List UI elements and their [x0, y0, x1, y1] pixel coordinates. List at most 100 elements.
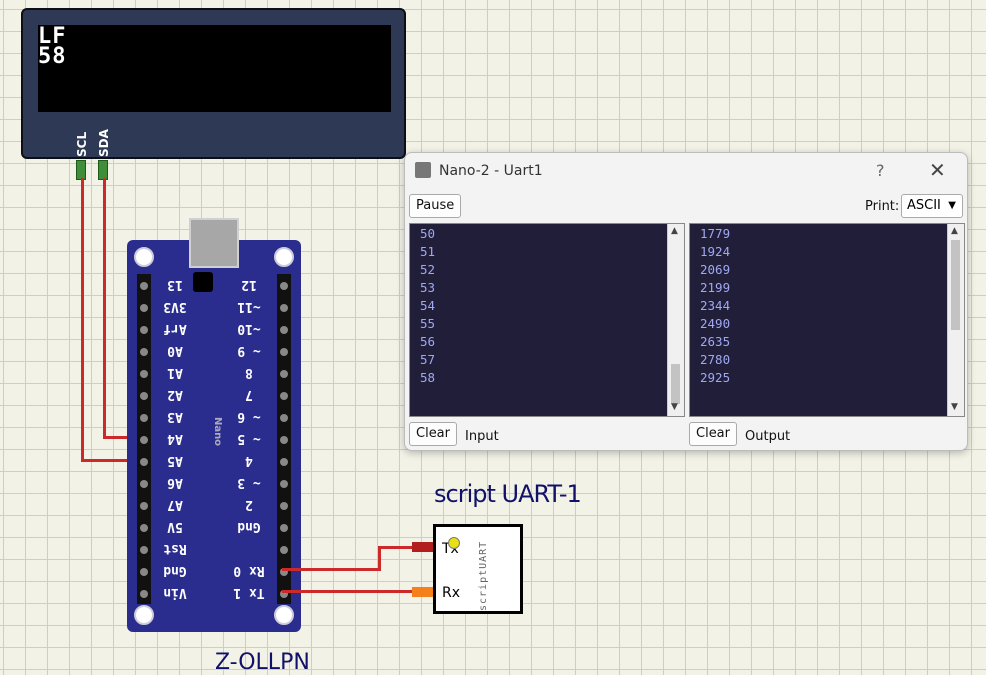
- wire-rx[interactable]: [282, 568, 380, 571]
- uart-monitor-window[interactable]: Nano-2 - Uart1 ? ✕ Pause Print: ASCII ▼ …: [404, 152, 968, 451]
- sda-pin-label: SDA: [97, 129, 111, 157]
- wire-scl[interactable]: [81, 178, 84, 462]
- rx-pin[interactable]: [412, 587, 434, 597]
- nano-left-pin-label: A5: [167, 453, 183, 468]
- nano-left-pin[interactable]: [140, 304, 148, 312]
- script-uart-title: script UART-1: [434, 480, 582, 508]
- terminal-line: 2925: [700, 370, 731, 385]
- nano-left-pin-label: A1: [167, 365, 183, 380]
- nano-right-pin[interactable]: [280, 348, 288, 356]
- oled-display[interactable]: LF 58 SCL SDA: [21, 8, 406, 159]
- nano-left-pin[interactable]: [140, 590, 148, 598]
- nano-right-pin-label: ~ 5: [237, 431, 261, 446]
- nano-left-pin[interactable]: [140, 414, 148, 422]
- terminal-line: 51: [420, 244, 436, 259]
- scroll-thumb[interactable]: [671, 364, 680, 404]
- print-format-value: ASCII: [907, 198, 941, 213]
- nano-left-pin[interactable]: [140, 502, 148, 510]
- nano-right-pin-label: ~11: [237, 299, 261, 314]
- input-scrollbar[interactable]: ▲ ▼: [667, 224, 684, 416]
- nano-right-pin[interactable]: [280, 304, 288, 312]
- clear-input-button[interactable]: Clear: [409, 422, 457, 446]
- print-format-select[interactable]: ASCII ▼: [901, 194, 963, 218]
- nano-right-pin[interactable]: [280, 502, 288, 510]
- reset-button[interactable]: [193, 272, 213, 292]
- nano-right-pin[interactable]: [280, 392, 288, 400]
- nano-right-pin[interactable]: [280, 590, 288, 598]
- nano-right-pin-label: 12: [241, 277, 257, 292]
- help-icon[interactable]: ?: [876, 161, 885, 180]
- nano-right-pin-label: Tx 1: [233, 585, 265, 600]
- nano-left-pin[interactable]: [140, 546, 148, 554]
- script-uart-vertical-label: scriptUART: [478, 540, 489, 611]
- nano-right-pin[interactable]: [280, 568, 288, 576]
- nano-right-pin[interactable]: [280, 524, 288, 532]
- output-scrollbar[interactable]: ▲ ▼: [947, 224, 964, 416]
- scroll-down-icon[interactable]: ▼: [951, 402, 958, 412]
- mount-hole: [274, 247, 294, 267]
- nano-left-pin[interactable]: [140, 348, 148, 356]
- scroll-up-icon[interactable]: ▲: [951, 226, 958, 236]
- wire-tx[interactable]: [282, 590, 412, 593]
- nano-right-pin-label: 4: [245, 453, 253, 468]
- board-name: Nano: [212, 416, 224, 447]
- nano-left-pin-label: 13: [167, 277, 183, 292]
- nano-left-pin[interactable]: [140, 436, 148, 444]
- sda-pin[interactable]: [98, 160, 108, 180]
- nano-left-pin[interactable]: [140, 282, 148, 290]
- nano-right-pin[interactable]: [280, 326, 288, 334]
- scroll-up-icon[interactable]: ▲: [671, 226, 678, 236]
- nano-left-pin[interactable]: [140, 326, 148, 334]
- nano-right-pin[interactable]: [280, 436, 288, 444]
- terminal-line: 57: [420, 352, 436, 367]
- terminal-line: 1779: [700, 226, 731, 241]
- print-label: Print:: [865, 199, 900, 214]
- close-icon[interactable]: ✕: [929, 158, 946, 182]
- nano-right-pin[interactable]: [280, 370, 288, 378]
- window-title: Nano-2 - Uart1: [439, 163, 543, 179]
- app-icon: [415, 162, 431, 178]
- nano-right-pin[interactable]: [280, 546, 288, 554]
- terminal-line: 2635: [700, 334, 731, 349]
- wire-rx-vertical[interactable]: [378, 546, 381, 571]
- nano-left-pin[interactable]: [140, 568, 148, 576]
- nano-right-pin[interactable]: [280, 480, 288, 488]
- mount-hole: [134, 605, 154, 625]
- pause-button[interactable]: Pause: [409, 194, 462, 218]
- nano-right-pin[interactable]: [280, 458, 288, 466]
- nano-left-pin[interactable]: [140, 370, 148, 378]
- wire-scl-horizontal[interactable]: [81, 459, 151, 462]
- terminal-line: 2780: [700, 352, 731, 367]
- terminal-line: 52: [420, 262, 436, 277]
- mount-hole: [274, 605, 294, 625]
- script-uart-component[interactable]: Tx Rx scriptUART: [433, 524, 523, 614]
- nano-right-pin[interactable]: [280, 282, 288, 290]
- scroll-thumb[interactable]: [951, 240, 960, 330]
- tx-pin[interactable]: [412, 542, 434, 552]
- terminal-line: 2199: [700, 280, 731, 295]
- nano-right-pin-label: ~ 6: [237, 409, 261, 424]
- nano-right-pin-label: ~10: [237, 321, 261, 336]
- mount-hole: [134, 247, 154, 267]
- nano-left-pin-label: Gnd: [163, 563, 187, 578]
- nano-left-pin-label: A3: [167, 409, 183, 424]
- wire-rx-horizontal[interactable]: [378, 546, 418, 549]
- clear-output-button[interactable]: Clear: [689, 422, 737, 446]
- nano-left-pin[interactable]: [140, 524, 148, 532]
- nano-right-pin[interactable]: [280, 414, 288, 422]
- nano-left-pin[interactable]: [140, 392, 148, 400]
- terminal-line: 56: [420, 334, 436, 349]
- terminal-line: 50: [420, 226, 436, 241]
- wire-sda[interactable]: [103, 178, 106, 439]
- nano-left-pin[interactable]: [140, 480, 148, 488]
- scroll-down-icon[interactable]: ▼: [671, 402, 678, 412]
- chevron-down-icon: ▼: [948, 200, 956, 211]
- nano-left-pin[interactable]: [140, 458, 148, 466]
- terminal-line: 53: [420, 280, 436, 295]
- usb-connector: [189, 218, 239, 268]
- terminal-line: 58: [420, 370, 436, 385]
- scl-pin[interactable]: [76, 160, 86, 180]
